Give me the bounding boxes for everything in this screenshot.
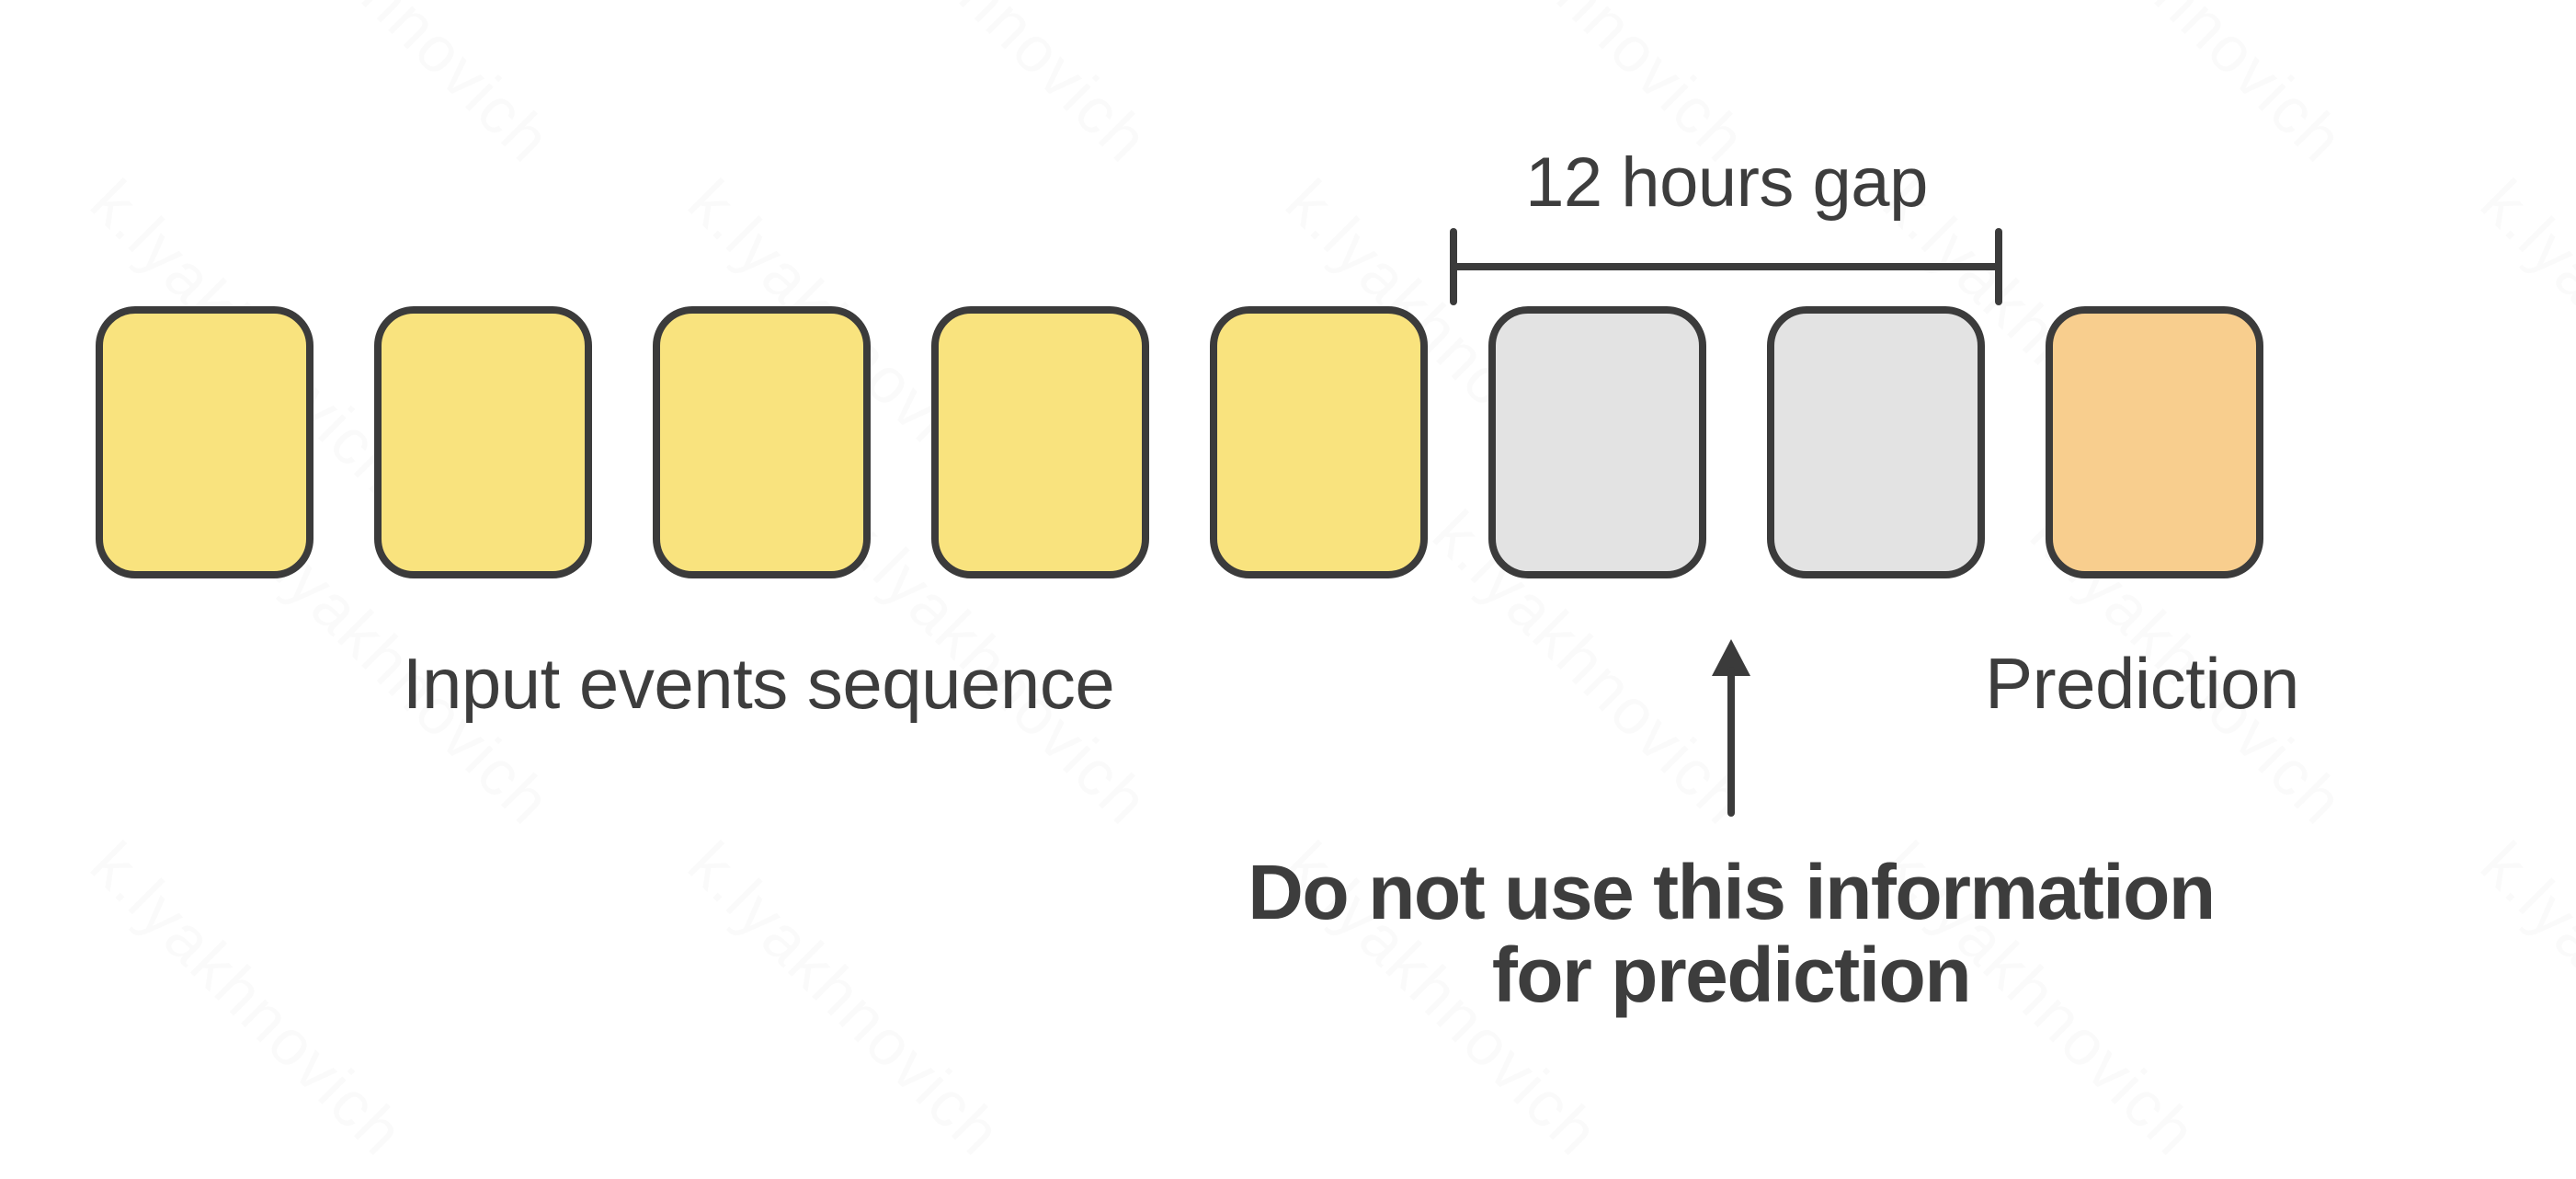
- watermark-text: k.lyakhnovich: [2467, 166, 2576, 508]
- input-event-box: [96, 306, 313, 578]
- gap-bracket-label: 12 hours gap: [1525, 143, 1928, 222]
- watermark-text: k.lyakhnovich: [2016, 0, 2358, 177]
- watermark-text: k.lyakhnovich: [2467, 828, 2576, 1170]
- event-boxes-row: [96, 306, 2263, 578]
- gap-bracket: [1450, 228, 2002, 305]
- prediction-label: Prediction: [1985, 643, 2299, 724]
- bracket-line: [1452, 263, 2000, 270]
- input-event-box: [653, 306, 871, 578]
- annotation-line-1: Do not use this information: [1248, 849, 2216, 935]
- watermark-text: k.lyakhnovich: [223, 0, 565, 177]
- gap-event-box: [1767, 306, 1985, 578]
- prediction-event-box: [2046, 306, 2263, 578]
- watermark-text: k.lyakhnovich: [821, 0, 1163, 177]
- input-sequence-label: Input events sequence: [402, 643, 1115, 724]
- input-event-box: [931, 306, 1149, 578]
- annotation-text: Do not use this information for predicti…: [1225, 851, 2237, 1016]
- gap-event-box: [1488, 306, 1706, 578]
- bracket-tick-right: [1995, 228, 2002, 305]
- watermark-text: k.lyakhnovich: [674, 828, 1016, 1170]
- annotation-line-2: for prediction: [1491, 932, 1972, 1018]
- arrow-shaft: [1727, 667, 1735, 817]
- watermark-text: k.lyakhnovich: [76, 828, 418, 1170]
- input-event-box: [374, 306, 592, 578]
- input-event-box: [1210, 306, 1428, 578]
- arrow-up-icon: [1685, 639, 1777, 817]
